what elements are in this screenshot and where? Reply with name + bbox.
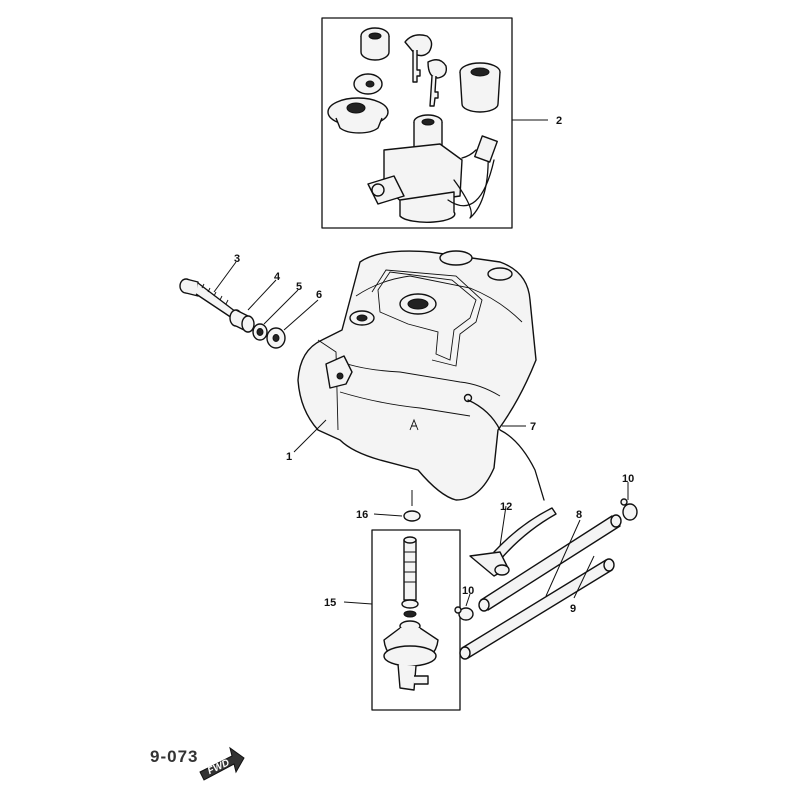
callout-10-bottom: 10 — [462, 585, 474, 597]
callout-9: 9 — [570, 603, 576, 615]
callout-7: 7 — [530, 421, 536, 433]
hose-guide — [469, 507, 557, 577]
leader-lines — [213, 119, 629, 607]
callout-3: 3 — [234, 253, 240, 265]
fuel-tank — [297, 250, 537, 501]
callout-4: 4 — [274, 271, 281, 283]
callout-6: 6 — [316, 289, 322, 301]
hose-clamp-a — [620, 498, 638, 521]
switch-wiring — [447, 135, 498, 219]
lock-set-parts — [327, 27, 501, 223]
callout-15: 15 — [324, 597, 336, 609]
fuel-cock-box — [371, 529, 461, 711]
lock-cylinder — [360, 27, 390, 61]
vent-hose — [467, 399, 545, 501]
lock-bushing — [459, 62, 501, 113]
callout-8: 8 — [576, 509, 582, 521]
hose-clamp-b — [454, 606, 474, 621]
lock-set-box — [321, 17, 513, 229]
fuel-hose — [478, 514, 622, 612]
key — [404, 34, 448, 107]
fwd-arrow-icon: FWD — [199, 746, 245, 781]
mount-bolt — [179, 278, 237, 319]
overflow-hose — [459, 558, 615, 660]
lock-cap — [327, 97, 389, 134]
fwd-label: FWD — [206, 757, 231, 777]
damper — [252, 323, 268, 341]
callout-16: 16 — [356, 509, 368, 521]
callout-2: 2 — [556, 115, 562, 127]
callout-5: 5 — [296, 281, 302, 293]
washer — [266, 327, 286, 349]
callout-1: 1 — [286, 451, 292, 463]
lock-washer — [353, 73, 383, 95]
diagram-code: 9-073 — [150, 747, 198, 766]
collar — [229, 309, 255, 333]
hose-clip-16 — [403, 490, 421, 522]
callout-10-top: 10 — [622, 473, 634, 485]
fuel-cock — [383, 536, 439, 691]
callout-12: 12 — [500, 501, 512, 513]
main-switch-body — [367, 114, 463, 223]
